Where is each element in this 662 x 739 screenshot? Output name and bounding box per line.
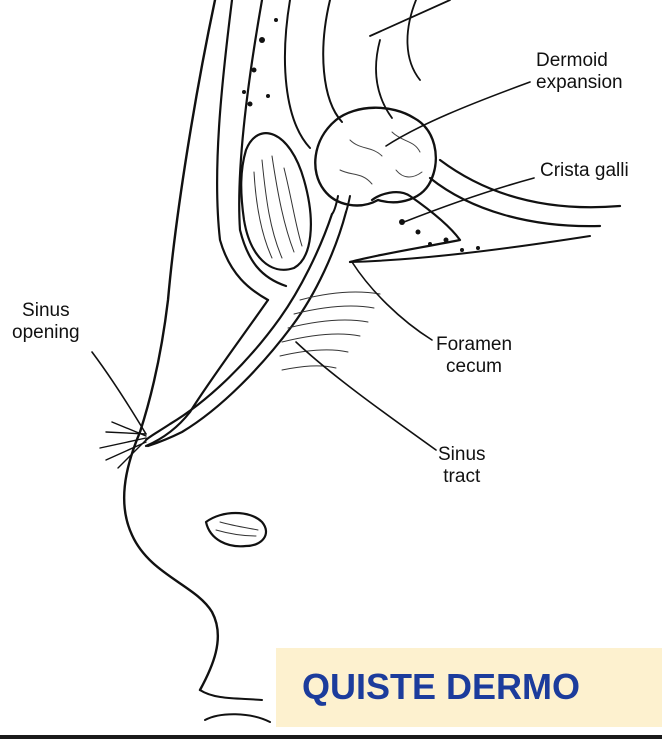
crista-galli [350,192,460,262]
frontal-sinus-hatching [254,156,302,258]
label-foramen-cecum: Foramen cecum [436,334,512,378]
label-sinus-opening-line1: Sinus [12,300,80,322]
cribriform-plate [350,236,590,262]
dermoid-expansion-mass [315,108,436,206]
facial-profile [124,0,218,690]
banner-title: QUISTE DERMO [302,666,580,708]
label-crista-galli: Crista galli [540,160,629,182]
label-dermoid-expansion: Dermoid expansion [536,50,623,94]
label-foramen-line2: cecum [436,356,512,378]
frontal-sinus [241,133,311,270]
leader-crista-galli [404,178,534,222]
label-dermoid-line2: expansion [536,72,623,94]
nostril-hatching [216,522,258,536]
bottom-divider [0,735,662,739]
nasal-hatching [280,292,380,370]
label-sinus-tract-line1: Sinus [438,444,486,466]
dura-outline [285,0,342,148]
label-sinus-tract-line2: tract [438,466,486,488]
upper-lip [200,690,270,722]
label-sinus-opening: Sinus opening [12,300,80,344]
leader-sinus-tract [296,342,436,450]
label-foramen-line1: Foramen [436,334,512,356]
dermoid-texture [340,132,422,184]
label-dermoid-line1: Dermoid [536,50,623,72]
leader-foramen-cecum [352,262,432,340]
leader-sinus-opening [92,352,146,434]
sinus-opening-hairs [100,422,146,468]
bone-stipple [242,18,480,252]
brain-surface [370,0,450,118]
label-sinus-tract: Sinus tract [438,444,486,488]
label-sinus-opening-line2: opening [12,322,80,344]
title-banner: QUISTE DERMO [276,648,662,727]
